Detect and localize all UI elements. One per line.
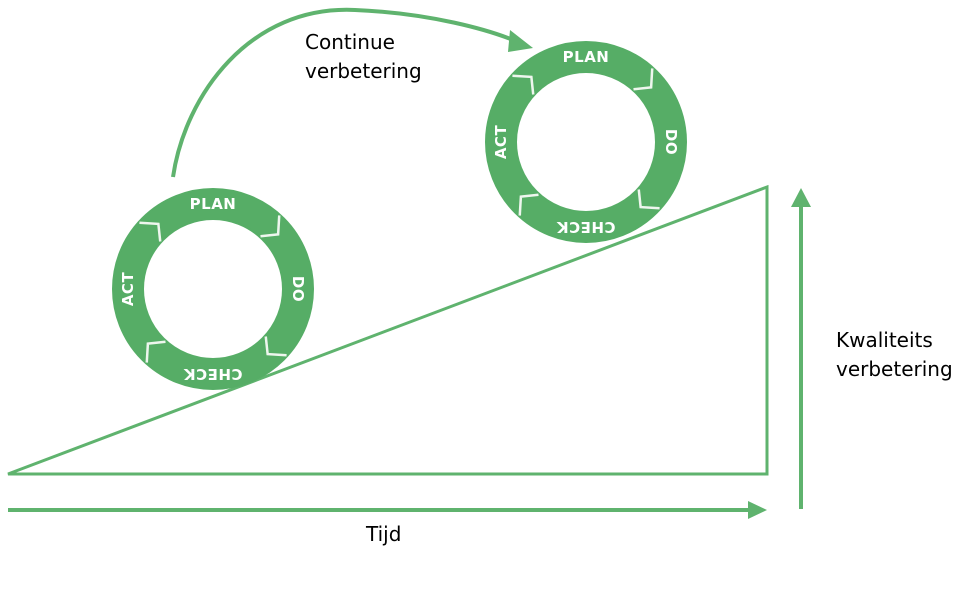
pdca-upper-inner-rim [515, 71, 657, 213]
pdca-lower-label-act: ACT [119, 272, 137, 307]
quality-label-line1: Kwaliteits [836, 328, 933, 352]
pdca-lower-separator-3 [139, 221, 162, 242]
pdca-lower-inner-rim [142, 218, 284, 360]
slope-triangle [7, 184, 769, 476]
pdca-upper-label-do: DO [662, 129, 680, 155]
pdca-cycle-upper: PLAN DO CHECK ACT [485, 41, 687, 243]
time-axis-arrowhead [748, 501, 767, 519]
pdca-cycle-lower: PLAN DO CHECK ACT [112, 188, 314, 390]
pdca-lower-separator-0 [260, 215, 281, 238]
pdca-upper-ring [486, 42, 686, 242]
pdca-upper-label-plan: PLAN [563, 48, 610, 66]
pdca-lower-separator-1 [264, 336, 287, 357]
pdca-lower-label-check: CHECK [183, 365, 243, 383]
pdca-lower-ring [113, 189, 313, 389]
pdca-lower-label-plan: PLAN [190, 195, 237, 213]
time-label: Tijd [365, 522, 401, 546]
pdca-upper-separator-0 [633, 68, 654, 91]
continue-label-line2: verbetering [305, 59, 422, 83]
pdca-upper-separator-1 [637, 189, 660, 210]
pdca-upper-separator-3 [512, 74, 535, 95]
continue-arc [171, 7, 519, 178]
pdca-upper-separator-2 [518, 193, 539, 216]
continue-arc-arrowhead [508, 30, 533, 52]
quality-label-line2: verbetering [836, 357, 953, 381]
pdca-upper-label-check: CHECK [556, 218, 616, 236]
continue-label-line1: Continue [305, 30, 395, 54]
pdca-upper-label-act: ACT [492, 125, 510, 160]
quality-axis-arrowhead [791, 188, 811, 207]
pdca-lower-separator-2 [145, 340, 166, 363]
pdca-upper-outer-rim [485, 41, 687, 243]
pdca-lower-outer-rim [112, 188, 314, 390]
pdca-lower-label-do: DO [289, 276, 307, 302]
